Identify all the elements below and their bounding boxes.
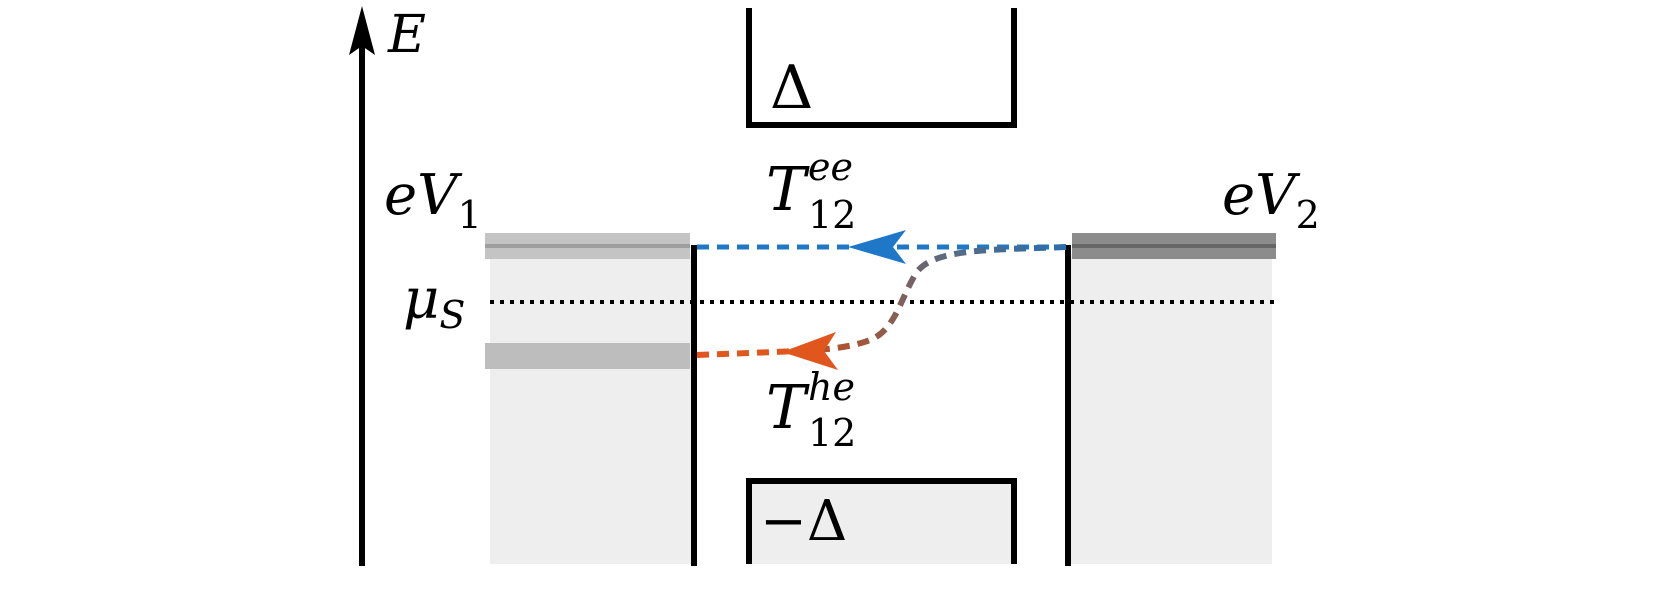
lead2-electron-band-center xyxy=(1072,244,1276,248)
ee-transmission-label-base: T xyxy=(766,155,810,225)
lead2-region xyxy=(1070,254,1272,564)
ee-transmission-label-sup: ee xyxy=(808,145,853,189)
he-transmission-label-sub: 12 xyxy=(808,411,856,455)
lower-gap-label: −Δ xyxy=(760,489,847,554)
electron-path-arrow-icon xyxy=(848,230,906,264)
lead1-electron-band-center xyxy=(485,244,690,248)
hole-path xyxy=(696,348,801,358)
hole-path-arrow-icon xyxy=(782,332,838,370)
he-transmission-label-base: T xyxy=(766,373,810,443)
lower-gap-fill xyxy=(749,481,1014,564)
upper-gap-outline xyxy=(746,8,1017,128)
chemical-potential-label: μS xyxy=(403,267,465,337)
lead1-voltage-label: eV1 xyxy=(384,163,482,237)
ee-transmission-label-sub: 12 xyxy=(808,193,856,237)
lead2-voltage-label: eV2 xyxy=(1222,163,1320,237)
lead1-hole-band xyxy=(485,343,690,369)
energy-axis-arrowhead xyxy=(349,6,375,55)
lead1-region xyxy=(490,254,692,564)
upper-gap-label: Δ xyxy=(770,53,813,123)
lower-gap-outline xyxy=(746,478,1017,564)
energy-axis-label: E xyxy=(387,5,426,65)
he-transmission-label-sup: he xyxy=(808,365,855,409)
andreev-conversion-path xyxy=(799,244,1067,354)
